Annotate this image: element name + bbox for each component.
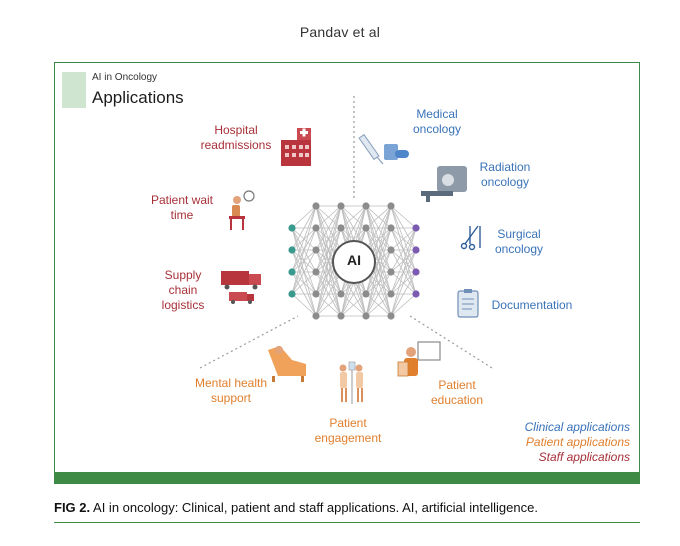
clipboard-icon (457, 289, 479, 318)
figure-kicker: AI in Oncology (92, 72, 158, 83)
network-node (387, 312, 395, 320)
label-documentation: Documentation (491, 298, 573, 312)
network-node (337, 312, 345, 320)
figure-caption: FIG 2. AI in oncology: Clinical, patient… (54, 500, 538, 515)
network-node (387, 268, 395, 276)
network-node (337, 290, 345, 298)
network-node (312, 268, 320, 276)
network-node (412, 290, 420, 298)
network-node (362, 290, 370, 298)
waiting-person-icon (229, 190, 255, 230)
legend-patient: Patient applications (525, 435, 630, 449)
patients-iv-icon (339, 361, 363, 404)
recliner-icon (268, 346, 306, 382)
network-node (337, 202, 345, 210)
caption-label: FIG 2. (54, 500, 91, 515)
network-node (337, 224, 345, 232)
syringe-pill-icon (358, 133, 409, 165)
neural-network-nodes (288, 202, 420, 320)
education-board-icon (397, 341, 441, 377)
separator-left (199, 315, 299, 369)
network-node (312, 224, 320, 232)
hospital-icon (281, 128, 311, 166)
network-node (412, 268, 420, 276)
legend-staff: Staff applications (538, 450, 630, 464)
figure-bottom-bar (54, 472, 640, 484)
title-accent (62, 72, 86, 108)
ai-center-circle (332, 240, 376, 284)
network-node (312, 246, 320, 254)
figure-title: Applications (92, 88, 184, 107)
surgical-tools-icon (460, 225, 481, 251)
network-node (362, 312, 370, 320)
network-node (312, 312, 320, 320)
network-node (288, 268, 296, 276)
network-node (412, 224, 420, 232)
network-node (387, 290, 395, 298)
ai-center-label: AI (347, 252, 361, 268)
separator-right (409, 315, 493, 369)
caption-rule (54, 522, 640, 523)
network-node (362, 224, 370, 232)
network-node (412, 246, 420, 254)
legend-clinical: Clinical applications (524, 420, 630, 434)
caption-text: AI in oncology: Clinical, patient and st… (93, 500, 538, 515)
network-node (387, 202, 395, 210)
network-node (288, 224, 296, 232)
network-node (312, 290, 320, 298)
network-node (312, 202, 320, 210)
truck-icon (221, 271, 261, 304)
radiation-machine-icon (421, 166, 467, 202)
page-header: Pandav et al (299, 24, 381, 40)
network-node (362, 202, 370, 210)
network-node (288, 246, 296, 254)
network-node (387, 224, 395, 232)
network-node (387, 246, 395, 254)
network-node (288, 290, 296, 298)
